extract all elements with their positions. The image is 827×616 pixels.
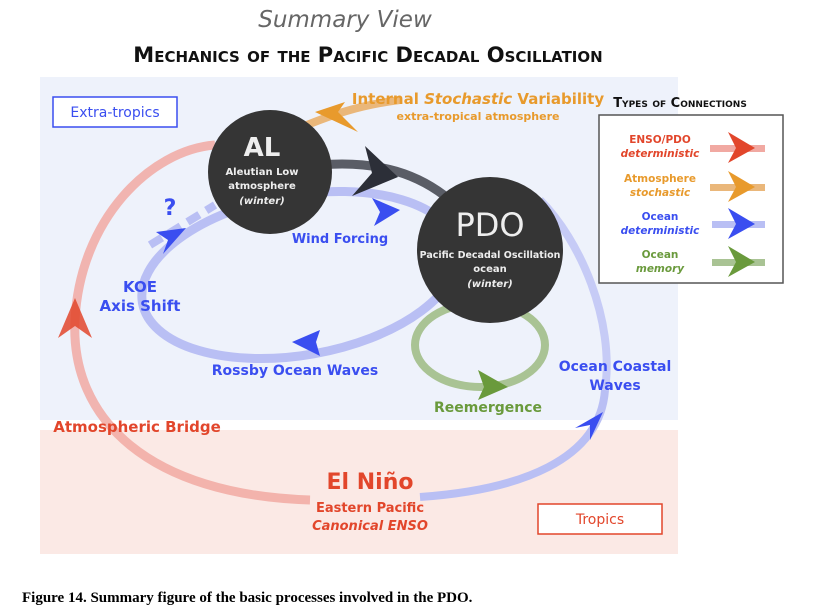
al-line1: Aleutian Low bbox=[225, 167, 298, 178]
pdo-title: PDO bbox=[455, 206, 524, 244]
legend-sublabel: deterministic bbox=[621, 148, 700, 160]
pdo-line2: ocean bbox=[473, 264, 506, 275]
tropics-label: Tropics bbox=[575, 512, 624, 528]
elnino-title: El Niño bbox=[327, 470, 414, 495]
al-pdo-arc bbox=[319, 159, 453, 204]
legend-label: Ocean bbox=[642, 249, 679, 261]
rossby-label: Rossby Ocean Waves bbox=[212, 363, 378, 379]
coastal-label-2: Waves bbox=[589, 378, 640, 394]
pdo-line3: (winter) bbox=[467, 279, 512, 290]
legend-arrow-icon bbox=[728, 208, 755, 239]
koe-label-2: Axis Shift bbox=[100, 297, 181, 315]
al-pdo-arrowhead bbox=[352, 146, 398, 196]
wind-forcing-label: Wind Forcing bbox=[292, 232, 388, 247]
legend-label: Atmosphere bbox=[624, 173, 696, 185]
legend-sublabel: memory bbox=[636, 263, 685, 275]
question-mark: ? bbox=[164, 196, 177, 221]
internal-variability-label: Internal Stochastic Variability bbox=[352, 90, 604, 108]
legend-sublabel: deterministic bbox=[621, 225, 700, 237]
atmospheric-bridge-arc bbox=[70, 140, 311, 505]
coastal-label: Ocean Coastal bbox=[559, 359, 672, 375]
wind-arrowhead bbox=[372, 198, 400, 226]
legend-title: Types of Connections bbox=[613, 96, 747, 111]
legend-item-atmosphere: Atmosphere stochastic bbox=[624, 171, 765, 202]
bridge-arrowhead bbox=[58, 298, 92, 338]
al-title: AL bbox=[244, 133, 281, 163]
legend-item-enso: ENSO/PDO deterministic bbox=[621, 132, 765, 163]
koe-arrowhead bbox=[156, 228, 186, 254]
figure-caption: Figure 14. Summary figure of the basic p… bbox=[22, 590, 473, 606]
legend-label: ENSO/PDO bbox=[629, 134, 691, 146]
extratropics-box bbox=[52, 96, 178, 128]
pdo-node bbox=[417, 177, 563, 323]
legend-arrow-icon bbox=[728, 171, 755, 202]
elnino-line2: Canonical ENSO bbox=[312, 519, 428, 534]
al-line2: atmosphere bbox=[228, 181, 296, 192]
legend-item-ocean-memory: Ocean memory bbox=[636, 246, 765, 277]
pdo-line1: Pacific Decadal Oscillation bbox=[420, 250, 561, 261]
elnino-line1: Eastern Pacific bbox=[316, 501, 424, 516]
koe-label: KOE bbox=[123, 278, 157, 296]
al-line3: (winter) bbox=[239, 196, 284, 207]
legend-arrow-icon bbox=[728, 246, 755, 277]
rossby-arrowhead bbox=[292, 330, 320, 356]
legend-label: Ocean bbox=[642, 211, 679, 223]
reemergence-label: Reemergence bbox=[434, 400, 542, 416]
extratropics-label: Extra-tropics bbox=[70, 105, 159, 121]
internal-variability-sub: extra-tropical atmosphere bbox=[397, 110, 560, 123]
title: Mechanics of the Pacific Decadal Oscilla… bbox=[133, 43, 602, 67]
stochastic-arrowhead bbox=[315, 102, 358, 132]
reemergence-arrowhead bbox=[478, 370, 508, 400]
tropics-box bbox=[537, 503, 663, 535]
legend-box bbox=[598, 114, 784, 284]
koe-dashed-link bbox=[147, 201, 218, 249]
al-node bbox=[208, 110, 332, 234]
bridge-label: Atmospheric Bridge bbox=[53, 418, 221, 436]
legend-arrow-icon bbox=[728, 132, 755, 163]
coastal-arrowhead bbox=[575, 412, 603, 440]
legend-sublabel: stochastic bbox=[630, 187, 691, 199]
subtitle: Summary View bbox=[258, 7, 432, 33]
legend-item-ocean-deterministic: Ocean deterministic bbox=[621, 208, 765, 239]
